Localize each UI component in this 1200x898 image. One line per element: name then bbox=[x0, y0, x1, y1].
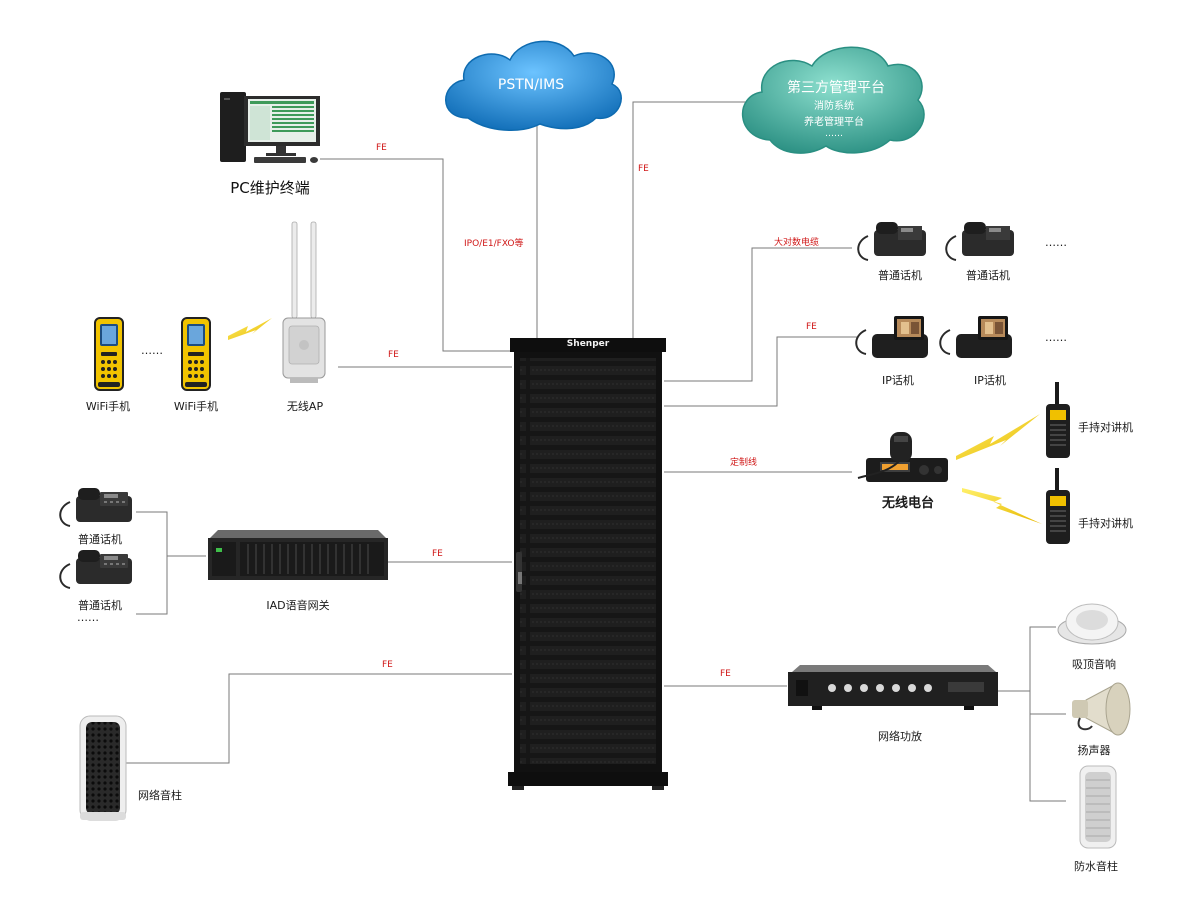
line-left-phones bbox=[136, 511, 168, 615]
wifi-phone-label: WiFi手机 bbox=[85, 400, 131, 413]
analog-phone-left-2-icon bbox=[59, 550, 132, 589]
amplifier-link-label: FE bbox=[720, 669, 731, 679]
waterproof-column-label: 防水音柱 bbox=[1074, 860, 1118, 873]
network-amplifier-icon bbox=[788, 665, 998, 710]
line-speakers bbox=[998, 626, 1056, 692]
ip-phone-ellipsis: …… bbox=[1045, 331, 1067, 344]
third-party-cloud-line: …… bbox=[825, 129, 843, 139]
server-rack-icon bbox=[508, 338, 668, 790]
ip-phone-label: IP话机 bbox=[882, 374, 914, 387]
ceiling-speaker-label: 吸顶音响 bbox=[1072, 658, 1116, 671]
ip-phone-2-icon bbox=[939, 316, 1012, 358]
waterproof-column-icon bbox=[1079, 765, 1117, 849]
wifi-lightning-icon bbox=[228, 318, 272, 340]
ip-phone-label: IP话机 bbox=[974, 374, 1006, 387]
ip-phone-1-icon bbox=[855, 316, 928, 358]
radio-lightning-top-icon bbox=[956, 414, 1040, 460]
analog-phone-right-2-icon bbox=[945, 222, 1014, 261]
connection-lines bbox=[126, 101, 1066, 802]
wifi-phone-2-icon bbox=[181, 317, 211, 391]
trunk-cable-label: 大对数电缆 bbox=[774, 238, 820, 248]
analog-phone-label: 普通话机 bbox=[966, 269, 1010, 282]
wifi-phone-ellipsis: …… bbox=[141, 344, 163, 357]
pc-terminal-label: PC维护终端 bbox=[230, 179, 310, 197]
iad-gateway-label: IAD语音网关 bbox=[266, 599, 330, 612]
ceiling-speaker-icon bbox=[1057, 603, 1127, 645]
third-party-cloud-line: 养老管理平台 bbox=[804, 117, 864, 128]
pc-terminal-icon bbox=[220, 92, 320, 163]
horn-speaker-icon bbox=[1072, 682, 1131, 736]
radio-station-label: 无线电台 bbox=[881, 496, 935, 511]
column-link-label: FE bbox=[382, 660, 393, 670]
radio-lightning-bottom-icon bbox=[962, 488, 1042, 524]
ip-link-label: FE bbox=[806, 322, 817, 332]
line-ip-phones bbox=[664, 336, 858, 407]
analog-phone-right-1-icon bbox=[857, 222, 926, 261]
iad-link-label: FE bbox=[432, 549, 443, 559]
network-amplifier-label: 网络功放 bbox=[878, 730, 922, 743]
walkie-talkie-1-icon bbox=[1046, 382, 1070, 458]
line-pc bbox=[320, 158, 512, 352]
network-column-icon bbox=[79, 715, 127, 821]
network-column-label: 网络音柱 bbox=[138, 789, 182, 802]
wireless-ap-icon bbox=[282, 221, 326, 383]
pc-link-label: FE bbox=[376, 143, 387, 153]
line-third-party bbox=[632, 101, 750, 340]
ap-link-label: FE bbox=[388, 350, 399, 360]
radio-link-label: 定制线 bbox=[730, 458, 758, 468]
line-column bbox=[126, 673, 512, 764]
radio-station-icon bbox=[857, 432, 948, 482]
walkie-talkie-label: 手持对讲机 bbox=[1078, 421, 1133, 434]
wireless-ap-label: 无线AP bbox=[286, 400, 324, 413]
horn-speaker-label: 扬声器 bbox=[1077, 744, 1111, 757]
third-party-cloud-line: 消防系统 bbox=[814, 101, 854, 112]
pstn-link-label: IPO/E1/FXO等 bbox=[464, 239, 524, 249]
walkie-talkie-2-icon bbox=[1046, 468, 1070, 544]
analog-phone-ellipsis: …… bbox=[77, 611, 99, 624]
analog-phone-left-1-icon bbox=[59, 488, 132, 527]
analog-phone-label: 普通话机 bbox=[878, 269, 922, 282]
analog-phone-label: 普通话机 bbox=[78, 599, 122, 612]
third-party-cloud-title: 第三方管理平台 bbox=[787, 80, 885, 96]
third-party-cloud bbox=[741, 46, 925, 154]
rack-brand-logo: Shenper bbox=[566, 339, 610, 349]
analog-phone-ellipsis: …… bbox=[1045, 236, 1067, 249]
iad-gateway-icon bbox=[208, 530, 388, 580]
walkie-talkie-label: 手持对讲机 bbox=[1078, 517, 1133, 530]
wifi-phone-label: WiFi手机 bbox=[173, 400, 219, 413]
wifi-phone-1-icon bbox=[94, 317, 124, 391]
third-party-link-label: FE bbox=[638, 164, 649, 174]
analog-phone-label: 普通话机 bbox=[78, 533, 122, 546]
line-speakers-mid bbox=[1029, 691, 1066, 802]
line-trunk-cable bbox=[664, 247, 852, 382]
pstn-cloud bbox=[445, 40, 622, 131]
pstn-cloud-label: PSTN/IMS bbox=[497, 77, 565, 93]
